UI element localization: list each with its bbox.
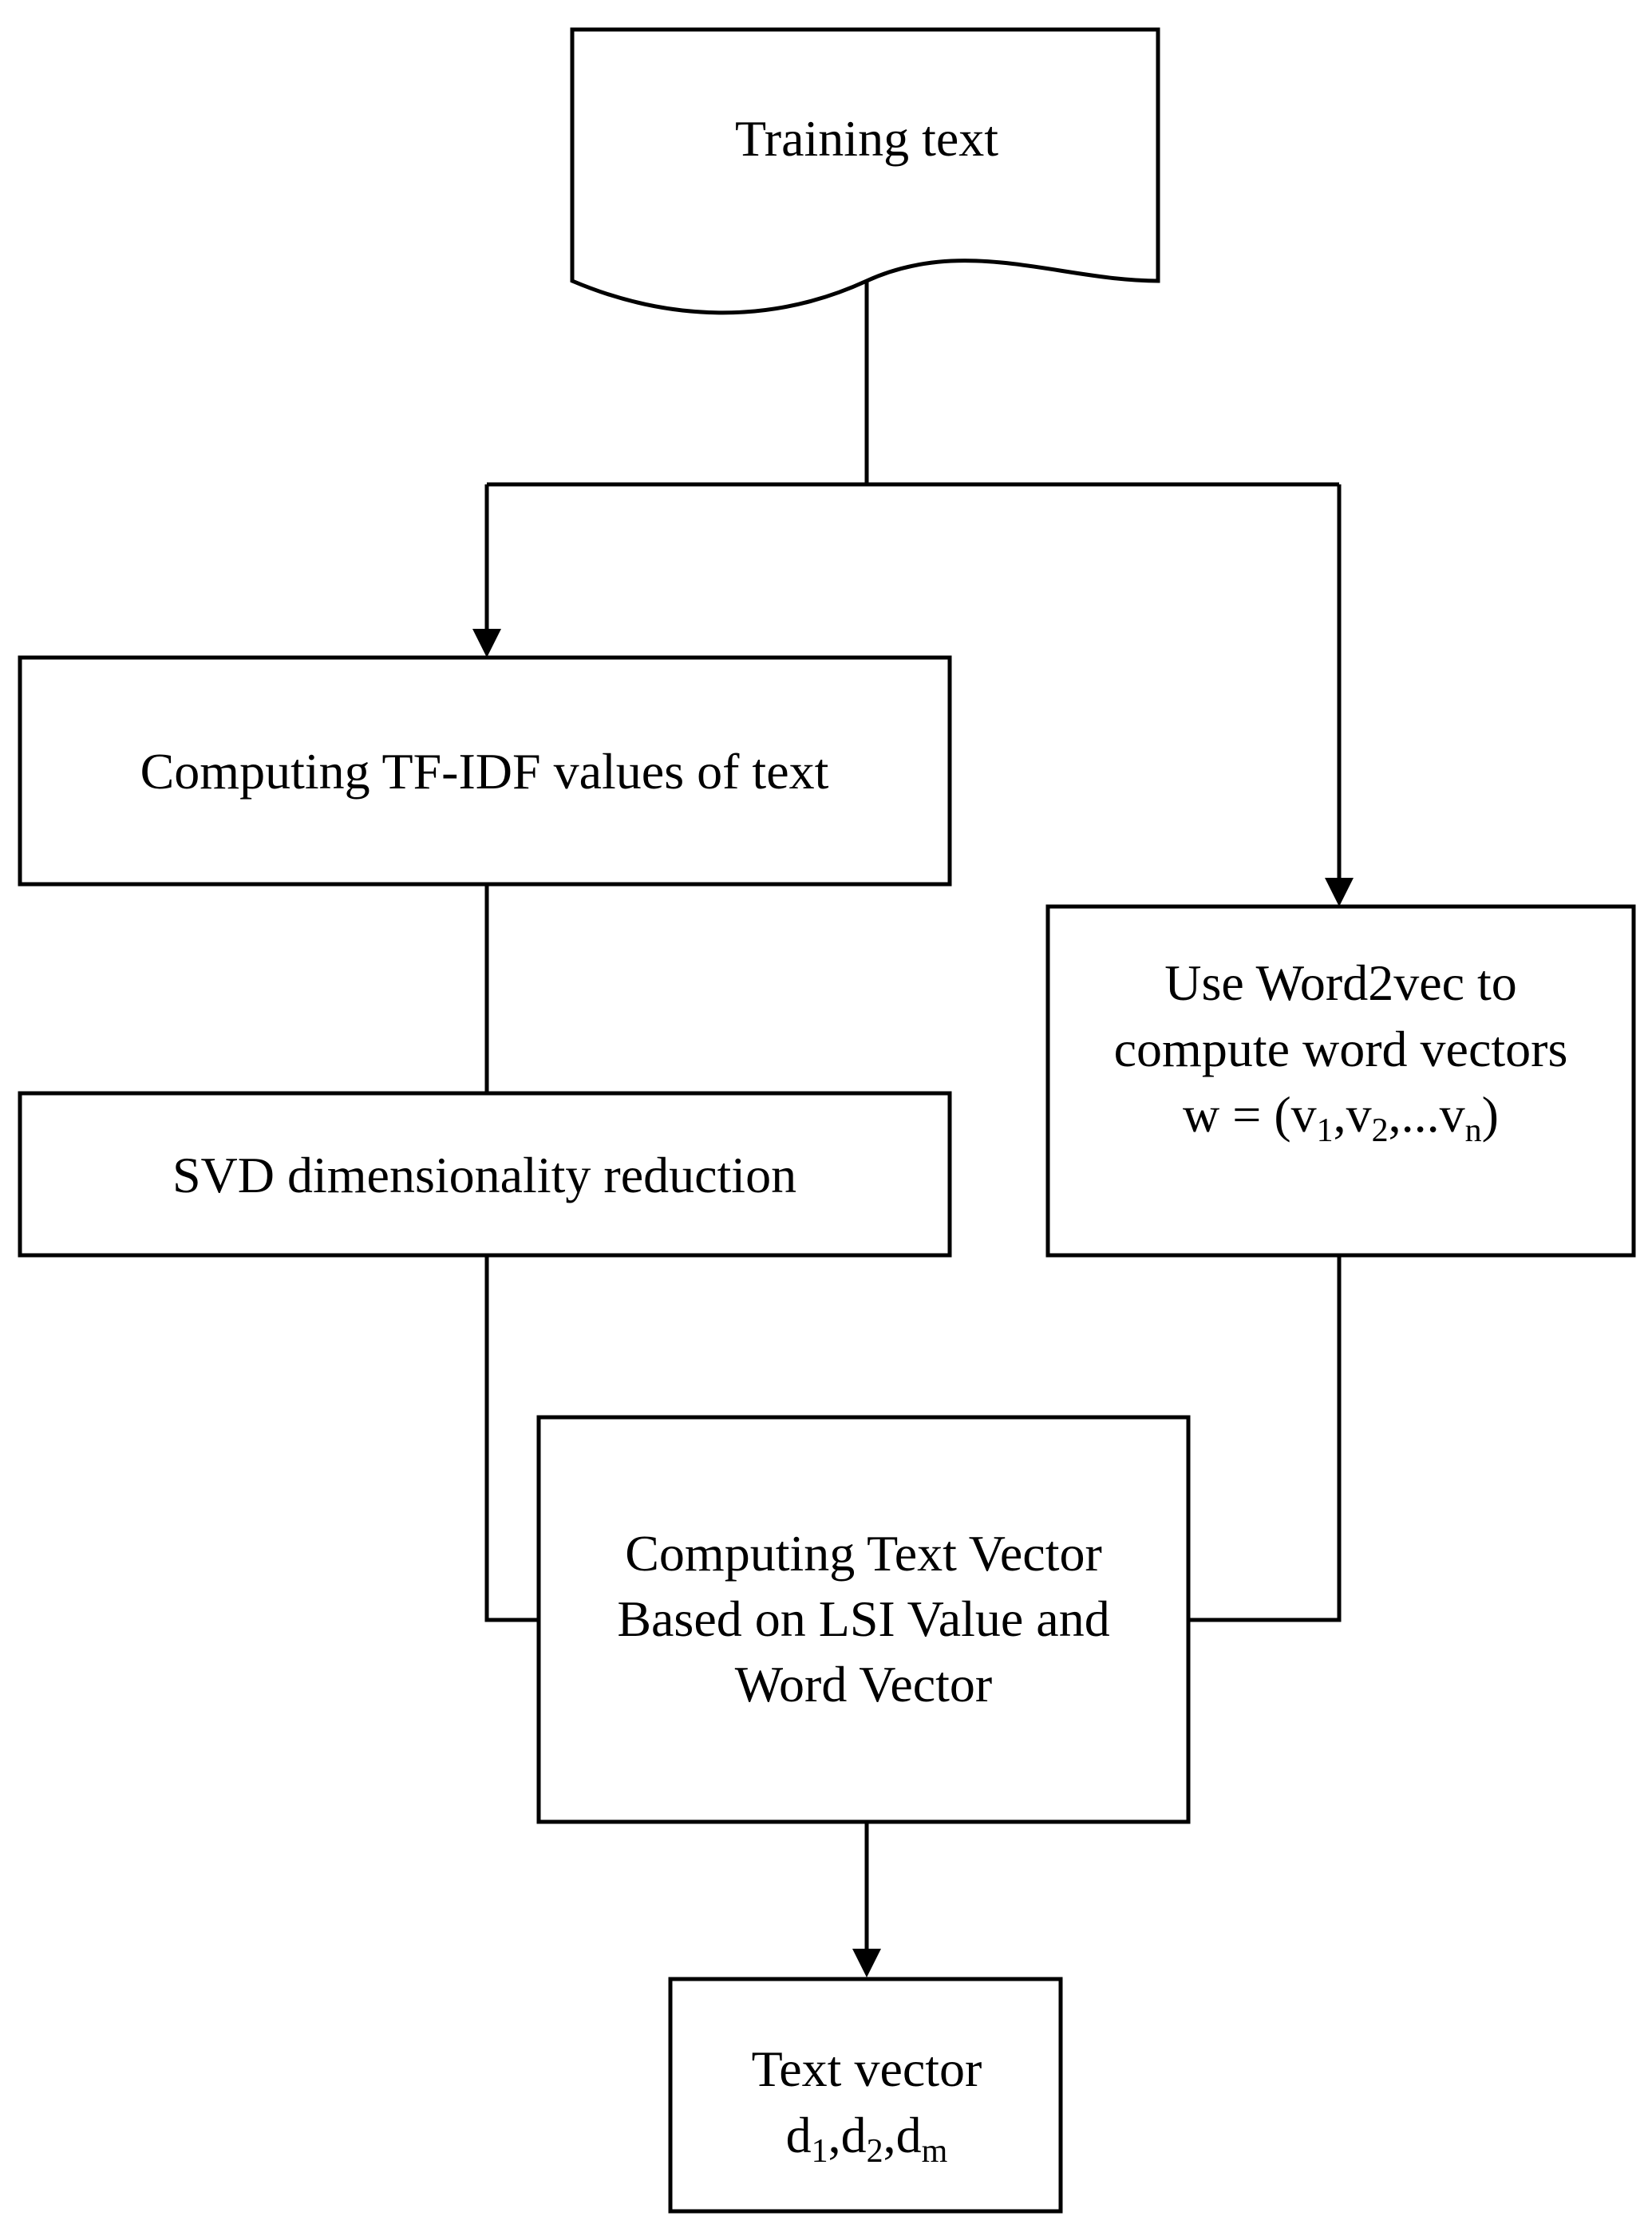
svd-label: SVD dimensionality reduction (172, 1147, 796, 1203)
formula-sub1: 1 (1317, 1112, 1334, 1149)
connector-word2vec-to-compute (1188, 1255, 1342, 1622)
output-line1: Text vector (752, 2040, 982, 2097)
svd-box (18, 1091, 952, 1258)
formula-prefix: w = (v (1183, 1086, 1317, 1143)
tfidf-label: Computing TF-IDF values of text (140, 743, 829, 800)
output-subm: m (922, 2133, 948, 2170)
output-d2: ,d (828, 2107, 867, 2163)
formula-sep2: ,...v (1389, 1086, 1465, 1143)
arrowhead-tfidf (472, 629, 501, 658)
output-box (668, 1977, 1063, 2214)
compute-line1: Computing Text Vector (625, 1525, 1102, 1582)
compute-line3: Word Vector (735, 1656, 992, 1713)
connector-svd-to-compute (484, 1255, 539, 1622)
word2vec-line2: compute word vectors (1114, 1021, 1568, 1077)
arrowhead-output (852, 1949, 881, 1977)
formula-sub3: n (1465, 1112, 1482, 1149)
word2vec-box (1045, 904, 1636, 1258)
connectors (472, 281, 1354, 1977)
output-sub2: 2 (867, 2133, 883, 2170)
compute-line2: Based on LSI Value and (617, 1590, 1109, 1647)
node-svd: SVD dimensionality reduction (18, 1091, 952, 1258)
node-compute-text-vector: Computing Text Vector Based on LSI Value… (536, 1415, 1191, 1824)
node-word2vec: Use Word2vec to compute word vectors w =… (1045, 904, 1636, 1258)
output-sub1: 1 (812, 2133, 828, 2170)
compute-box (536, 1415, 1191, 1824)
output-d1: d (786, 2107, 812, 2163)
node-tfidf: Computing TF-IDF values of text (18, 655, 952, 887)
formula-suffix: ) (1482, 1086, 1499, 1143)
training-text-label: Training text (735, 110, 998, 167)
formula-sub2: 2 (1372, 1112, 1389, 1149)
output-line2: d1,d2,dm (786, 2107, 948, 2170)
tfidf-box (18, 655, 952, 887)
arrowhead-word2vec (1325, 878, 1354, 907)
output-dm: ,d (883, 2107, 922, 2163)
node-text-vector-output: Text vector d1,d2,dm (668, 1977, 1063, 2214)
document-shape (570, 27, 1160, 315)
word2vec-line1: Use Word2vec to (1164, 954, 1517, 1011)
word2vec-formula: w = (v1,v2,...vn) (1183, 1086, 1499, 1149)
formula-sep1: ,v (1334, 1086, 1372, 1143)
node-training-text: Training text (570, 27, 1160, 315)
